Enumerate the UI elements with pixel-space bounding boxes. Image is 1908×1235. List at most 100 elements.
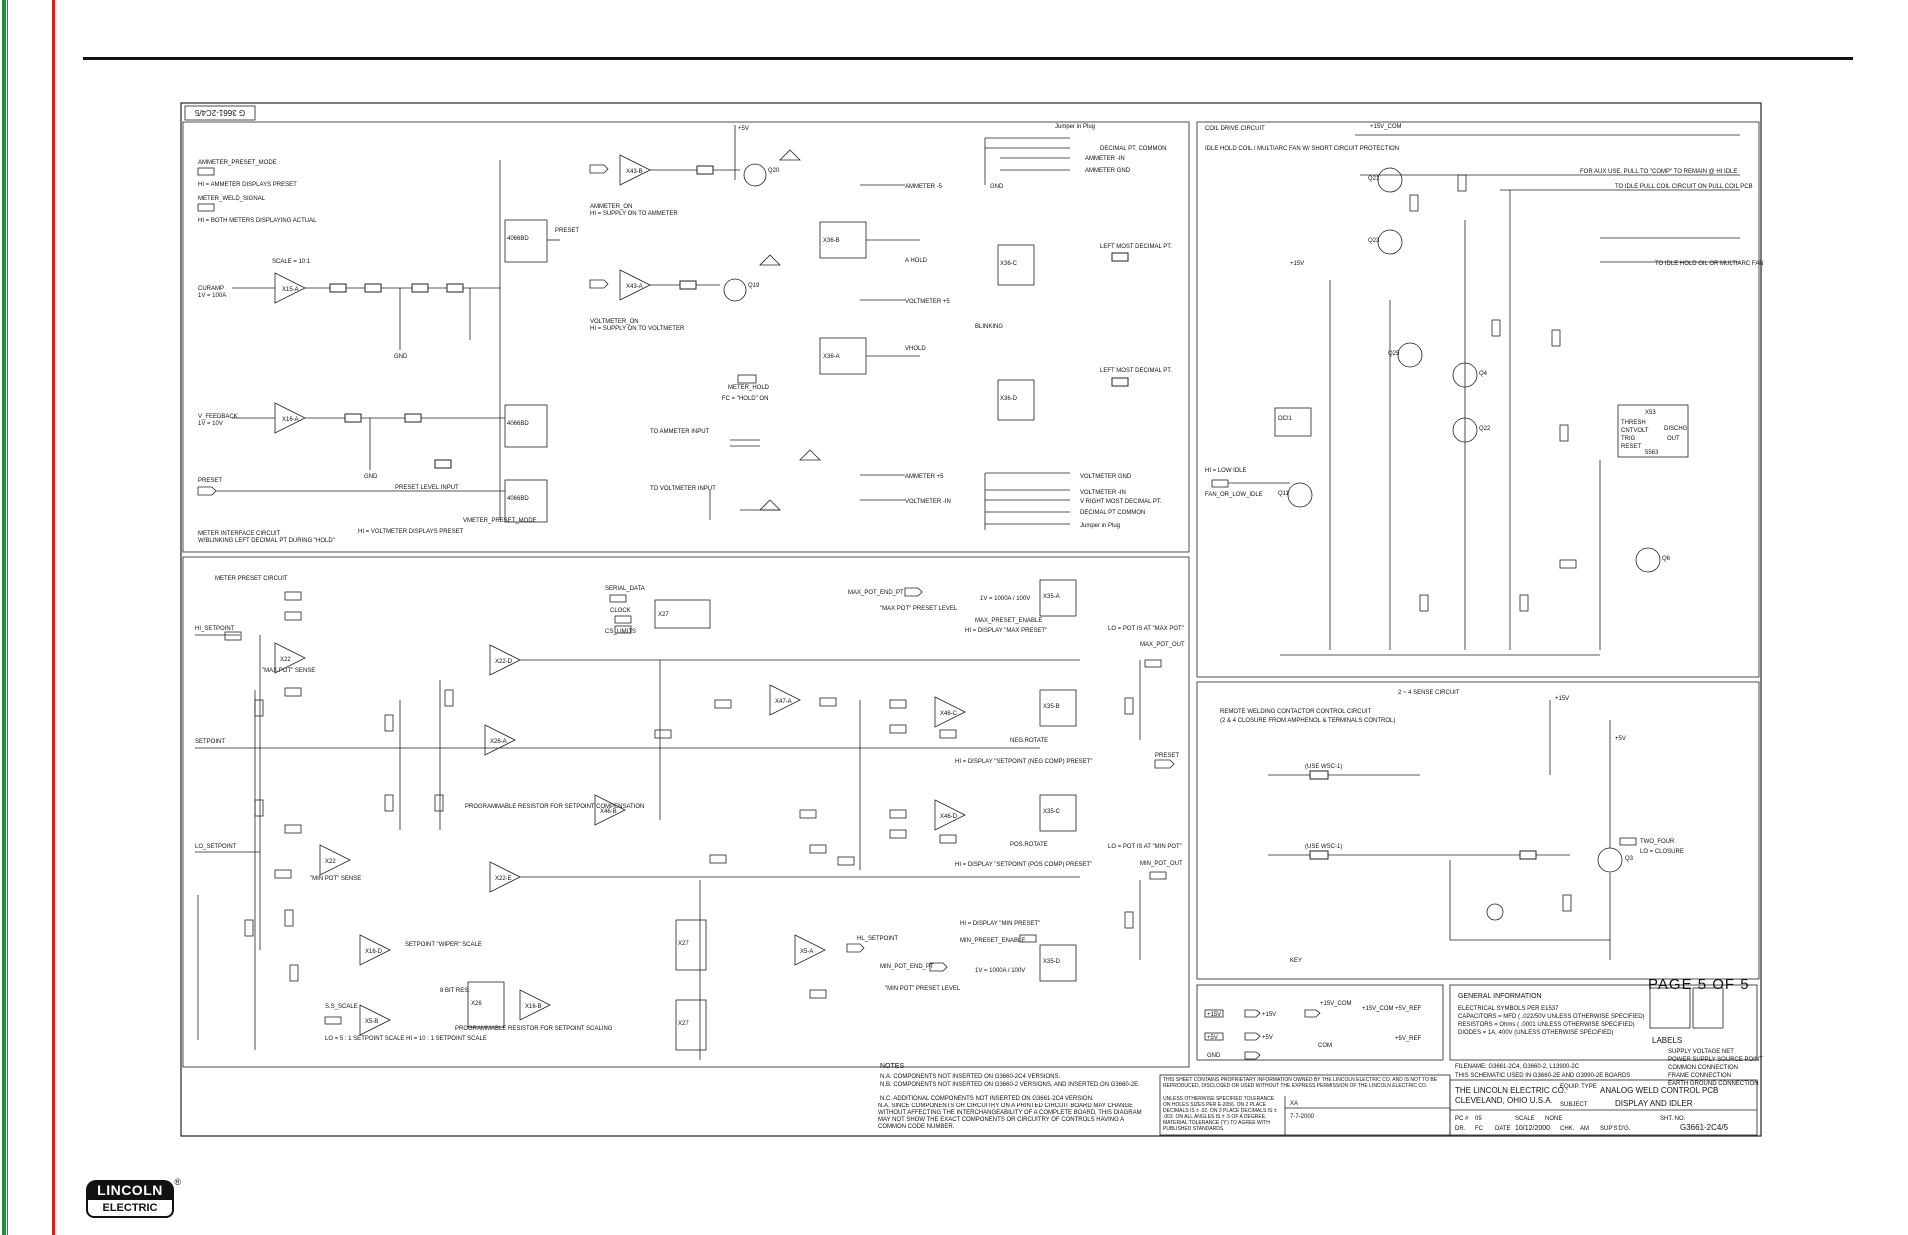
subject-label: SUBJECT: [1560, 1102, 1588, 1108]
general-info-title: GENERAL INFORMATION: [1458, 993, 1542, 1000]
svg-text:4066BD: 4066BD: [507, 236, 529, 242]
meter-preset-section: METER PRESET CIRCUIT HI_SETPOINT SETPOIN…: [195, 576, 1185, 1060]
max-pot-preset-level-label: "MAX POT" PRESET LEVEL: [880, 606, 958, 612]
min-pot-out-label: MIN_POT_OUT: [1140, 861, 1183, 867]
ammeter-pos-label: AMMETER +5: [905, 474, 944, 480]
title-block: THIS SHEET CONTAINS PROPRIETARY INFORMAT…: [1159, 1074, 1758, 1136]
curamp-range-label: 1V = 100A: [198, 293, 226, 299]
sym-15v-ref: +5V_REF: [1395, 1036, 1422, 1042]
scale-10-label: SCALE = 10:1: [272, 259, 311, 265]
sym-15v-com: +15V_COM: [1320, 1001, 1352, 1007]
sht-label: SHT. NO.: [1660, 1116, 1686, 1122]
svg-text:X36-C: X36-C: [1000, 261, 1018, 267]
timer-out: OUT: [1667, 436, 1680, 442]
ammeter-preset-mode-label: AMMETER_PRESET_MODE: [198, 160, 277, 166]
logo-top: LINCOLN: [86, 1180, 174, 1200]
notes-nc: N.C. ADDITIONAL COMPONENTS NOT INSERTED …: [880, 1096, 1094, 1102]
fonts-value: XA: [1290, 1101, 1298, 1107]
timer-trig: TRIG: [1621, 436, 1636, 442]
lo-closure-label: LO = CLOSURE: [1640, 849, 1684, 855]
timer-part: 5563: [1645, 450, 1659, 456]
cs-limits-label: CS_LIMITS: [605, 629, 636, 635]
svg-text:X16-D: X16-D: [365, 949, 383, 955]
coil-aux-note: FOR AUX USE. PULL TO "COMP" TO REMAIN @ …: [1580, 169, 1737, 175]
plug-gnd-label: GND: [990, 184, 1004, 190]
lincoln-electric-logo: LINCOLN ELECTRIC ®: [86, 1177, 181, 1224]
jumper-in-plug-label-1: Jumper in Plug: [1055, 124, 1095, 130]
decimal-pt-common-2-label: DECIMAL PT COMMON: [1080, 510, 1145, 516]
coil-idle-pull: TO IDLE PULL COIL CIRCUIT ON PULL COIL P…: [1615, 184, 1753, 190]
meter-interface-title: METER INTERFACE CIRCUIT: [198, 531, 281, 537]
clock-label: CLOCK: [610, 608, 631, 614]
coil-v15b-label: +15V: [1290, 261, 1304, 267]
notes-nd: N.A. SINCE COMPONENTS OR CIRCUITRY ON A …: [878, 1103, 1142, 1130]
setpoint-scale-label: LO = 5 : 1 SETPOINT SCALE HI = 10 : 1 SE…: [325, 1036, 487, 1042]
filename-note: THIS SCHEMATIC USED IN G3660-2E AND G399…: [1455, 1073, 1630, 1079]
timer-label: X53: [1645, 410, 1656, 416]
fan-run-label: FAN_OR_LOW_IDLE: [1205, 492, 1263, 498]
ahold-label: A HOLD: [905, 258, 928, 264]
svg-text:X46-C: X46-C: [940, 711, 958, 717]
labels-frame: FRAME CONNECTION: [1668, 1073, 1731, 1079]
svg-text:X16-A: X16-A: [282, 417, 299, 423]
programmable-resistor-label: PROGRAMMABLE RESISTOR FOR SETPOINT COMPE…: [465, 804, 644, 810]
plug-section: Jumper in Plug DECIMAL PT. COMMON AMMETE…: [975, 124, 1172, 530]
sheet-border: [180, 102, 1762, 1137]
v-feedback-label: V_FEEDBACK: [198, 414, 238, 420]
decimal-pt-common-label: DECIMAL PT. COMMON: [1100, 146, 1166, 152]
sym-gnd: GND: [1207, 1053, 1221, 1059]
lo-setpoint-label: LO_SETPOINT: [195, 844, 237, 850]
labels-common: COMMON CONNECTION: [1668, 1065, 1738, 1071]
hi-display-setpoint-pos-label: HI = DISPLAY "SETPOINT (POS COMP) PRESET…: [955, 862, 1092, 868]
ammeter-on-label: AMMETER_ON: [590, 204, 632, 210]
svg-text:X22-E: X22-E: [495, 876, 512, 882]
ammeter-gnd-label: AMMETER GND: [1085, 168, 1131, 174]
labels-power-supply: POWER SUPPLY SOURCE POINT: [1668, 1057, 1763, 1063]
doc-ref-box: [184, 105, 256, 121]
left-most-decimal-label-1: LEFT MOST DECIMAL PT.: [1100, 244, 1172, 250]
timer-disch: DISCHG: [1664, 426, 1688, 432]
sym-com: COM: [1318, 1043, 1332, 1049]
labels-earth: EARTH GROUND CONNECTION: [1668, 1081, 1759, 1087]
voltmeter-pos-label: VOLTMETER +5: [905, 299, 950, 305]
svg-text:X43-A: X43-A: [626, 284, 643, 290]
sym-15v-com-2: +15V_COM: [1362, 1006, 1394, 1012]
svg-text:Q3: Q3: [1625, 856, 1634, 862]
svg-text:X35-B: X35-B: [1043, 704, 1060, 710]
ammeter-in-label: AMMETER -IN: [1085, 156, 1125, 162]
general-info-line3: RESISTORS = Ohms ( .0001 UNLESS OTHERWIS…: [1458, 1022, 1635, 1028]
svg-text:X36-B: X36-B: [823, 238, 840, 244]
timer-ic: [1617, 404, 1689, 458]
serial-data-label: SERIAL_DATA: [605, 586, 645, 592]
vmeter-preset-mode-label: VMETER_PRESET_MODE: [463, 518, 537, 524]
preset-label-2: PRESET: [198, 478, 222, 484]
meter-hold-label: METER_HOLD: [728, 385, 770, 391]
svg-text:X43-B: X43-B: [626, 169, 643, 175]
svg-text:X27: X27: [658, 612, 669, 618]
notes-na: N.A. COMPONENTS NOT INSERTED ON G3660-2C…: [880, 1074, 1060, 1080]
blinking-note: W/BLINKING LEFT DECIMAL PT DURING "HOLD": [198, 538, 335, 544]
notes-title: NOTES: [880, 1063, 904, 1070]
labels-supply: SUPPLY VOLTAGE NET: [1668, 1049, 1734, 1055]
min-pot-sense-label: "MIN POT" SENSE: [310, 876, 361, 882]
svg-text:X35-C: X35-C: [1043, 809, 1061, 815]
svg-text:X46-B: X46-B: [600, 809, 617, 815]
svg-text:Q11: Q11: [1278, 491, 1290, 497]
max-pot-end-pt-label: MAX_POT_END_PT: [848, 590, 904, 596]
preset-out-label: PRESET: [1155, 753, 1179, 759]
date-label: DATE: [1495, 1126, 1511, 1132]
svg-text:+5V: +5V: [1207, 1035, 1218, 1041]
left-red-bar: [52, 0, 55, 1235]
registered-mark: ®: [174, 1177, 181, 1187]
max-preset-enable-label: MAX_PRESET_ENABLE: [975, 618, 1042, 624]
svg-text:X26: X26: [471, 1001, 482, 1007]
svg-text:X46-D: X46-D: [940, 814, 958, 820]
lo-pot-min-label: LO = POT IS AT "MIN POT": [1108, 844, 1182, 850]
left-most-decimal-label-2: LEFT MOST DECIMAL PT.: [1100, 368, 1172, 374]
svg-text:Q25: Q25: [1388, 351, 1400, 357]
frame-general-info: [1449, 984, 1758, 1061]
svg-text:Q20: Q20: [768, 168, 780, 174]
min-preset-enable-label: MIN_PRESET_ENABLE: [960, 938, 1025, 944]
timer-thresh: THRESH: [1621, 420, 1646, 426]
